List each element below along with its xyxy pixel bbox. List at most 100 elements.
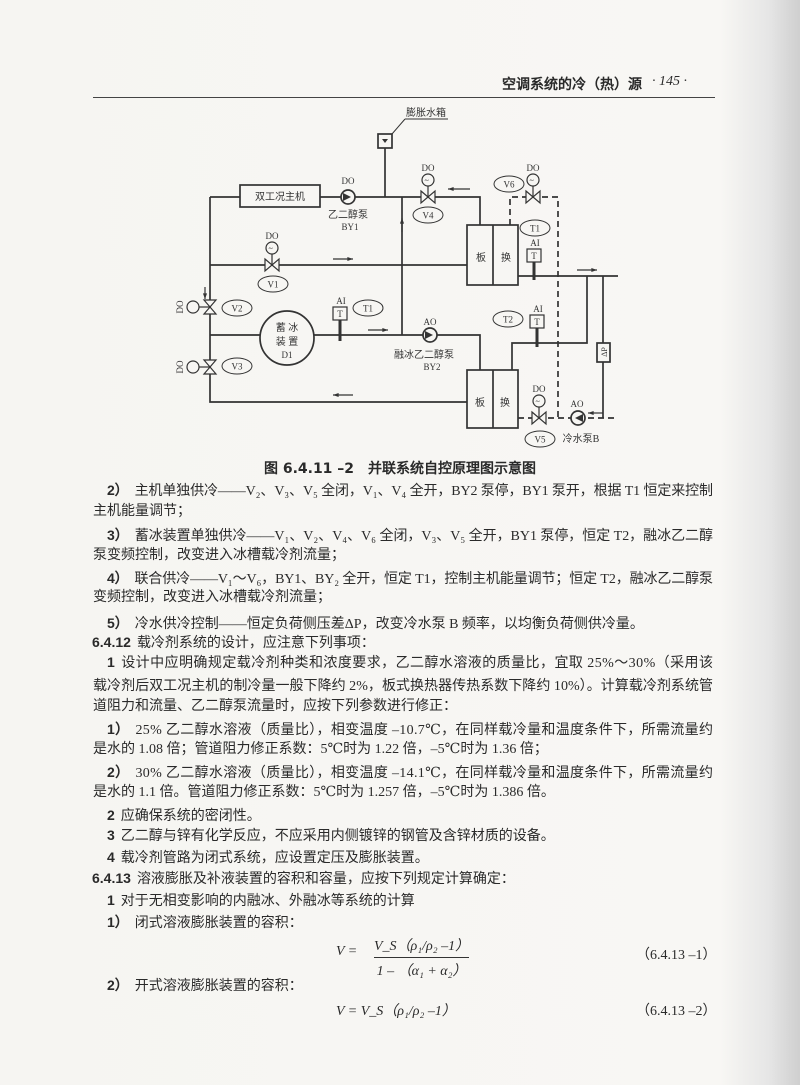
ai-label: AI bbox=[336, 296, 346, 306]
tag-v6: V6 bbox=[493, 175, 525, 193]
text-line: 2） 开式溶液膨胀装置的容积： bbox=[107, 976, 303, 996]
svg-text:T: T bbox=[337, 309, 343, 319]
tag-t1: T1 bbox=[519, 219, 551, 237]
clause-number: 6.4.13 bbox=[92, 870, 131, 886]
svg-text:V3: V3 bbox=[232, 362, 243, 372]
svg-text:板: 板 bbox=[476, 251, 486, 264]
water-level-icon bbox=[382, 139, 388, 143]
pump-by1-label: 乙二醇泵 bbox=[328, 208, 368, 221]
svg-text:~: ~ bbox=[530, 176, 535, 185]
clause-text: 闭式溶液膨胀装置的容积： bbox=[134, 916, 303, 931]
svg-text:~: ~ bbox=[425, 176, 430, 185]
clause-text: 载冷剂后双工况主机的制冷量一般下降约 2%，板式换热器传热系数下降约 10%）。… bbox=[93, 679, 714, 694]
clause-text: 开式溶液膨胀装置的容积： bbox=[134, 979, 303, 994]
clause-text: 蓄冰装置单独供冷——V₁、V₂、V₄、V₆ 全闭，V₃、V₅ 全开，BY1 泵停… bbox=[134, 529, 713, 544]
formula-1-denominator: 1 – （α₁ + α₂） bbox=[376, 964, 467, 979]
pump-b-ao: AO bbox=[571, 399, 584, 409]
clause-text: 主机单独供冷——V₂、V₃、V₅ 全闭，V₁、V₄ 全开，BY2 泵停，BY1 … bbox=[134, 484, 713, 499]
figure-caption: 图 6.4.11 –2 并联系统自控原理图示意图 bbox=[263, 461, 537, 477]
clause-text: 主机能量调节； bbox=[93, 504, 191, 519]
formula-1-lhs: V = bbox=[336, 944, 358, 959]
plate-heat-exchanger-1: 板 换 bbox=[466, 224, 519, 286]
control-schematic-diagram: 膨胀水箱 双工况主机 DO 乙二醇泵 BY1 AO 融冰乙二醇泵 BY2 AO … bbox=[175, 106, 618, 448]
svg-text:T1: T1 bbox=[530, 224, 540, 234]
tag-v3: V3 bbox=[221, 357, 253, 375]
clause-text: 冷水供冷控制——恒定负荷侧压差ΔP，改变冷水泵 B 频率，以均衡负荷侧供冷量。 bbox=[134, 617, 644, 632]
clause-number: 1） bbox=[107, 914, 129, 930]
flow-arrow-icon bbox=[333, 392, 353, 398]
valve-v2-icon: DO bbox=[175, 299, 218, 315]
clause-text: 25% 乙二醇水溶液（质量比），相变温度 –10.7℃，在同样载冷量和温度条件下… bbox=[135, 723, 714, 738]
tag-v5: V5 bbox=[524, 430, 556, 448]
tag-v4: V4 bbox=[412, 206, 444, 224]
clause-number: 4） bbox=[107, 570, 129, 586]
text-line: 2） 主机单独供冷——V₂、V₃、V₅ 全闭，V₁、V₄ 全开，BY2 泵停，BY… bbox=[107, 481, 713, 501]
clause-text: 道阻力和流量、乙二醇泵流量时，应按下列参数进行修正： bbox=[93, 699, 457, 714]
svg-text:V1: V1 bbox=[268, 280, 279, 290]
valve-v3-icon: DO bbox=[175, 359, 218, 375]
clause-text: 对于无相变影响的内融冰、外融冰等系统的计算 bbox=[120, 894, 415, 909]
flow-arrow-icon bbox=[588, 410, 603, 416]
pump-by2-ao: AO bbox=[424, 317, 437, 327]
clause-number: 1 bbox=[107, 654, 116, 670]
pipes bbox=[209, 148, 618, 419]
valve-v6-icon: ~DO bbox=[525, 163, 541, 205]
do-label: DO bbox=[175, 300, 185, 313]
clause-text: 设计中应明确规定载冷剂种类和浓度要求，乙二醇水溶液的质量比，宜取 25%～30%… bbox=[121, 656, 714, 671]
svg-text:T: T bbox=[534, 317, 540, 327]
valve-v5-icon: ~ DO bbox=[531, 384, 547, 426]
clause-text: 30% 乙二醇水溶液（质量比），相变温度 –14.1℃，在同样载冷量和温度条件下… bbox=[135, 766, 714, 781]
clause-number: 2） bbox=[107, 764, 130, 780]
clause-text: 泵变频控制，改变进入冰槽载冷剂流量； bbox=[93, 548, 345, 563]
text-line: 5）冷水供冷控制——恒定负荷侧压差ΔP，改变冷水泵 B 频率，以均衡负荷侧供冷量… bbox=[107, 614, 644, 634]
svg-text:~: ~ bbox=[269, 244, 274, 253]
tag-t1: T1 bbox=[352, 299, 384, 317]
text-line: 1） 闭式溶液膨胀装置的容积： bbox=[107, 913, 303, 933]
chiller-box bbox=[239, 184, 321, 208]
svg-text:V2: V2 bbox=[232, 304, 243, 314]
svg-text:换: 换 bbox=[500, 396, 510, 409]
text-line: 是水的 1.1 倍。管道阻力修正系数：5℃时为 1.257 倍，–5℃时为 1.… bbox=[93, 784, 555, 802]
pump-by1-do: DO bbox=[342, 176, 355, 186]
clause-number: 2 bbox=[107, 807, 115, 823]
svg-text:V5: V5 bbox=[535, 435, 546, 445]
text-line: 主机能量调节； bbox=[93, 503, 191, 521]
flow-arrow-icon bbox=[202, 287, 208, 299]
ai-label: AI bbox=[530, 238, 540, 248]
header-rule bbox=[93, 97, 715, 98]
svg-text:~: ~ bbox=[536, 397, 541, 406]
text-line: 泵变频控制，改变进入冰槽载冷剂流量； bbox=[93, 547, 345, 565]
flow-arrow-icon bbox=[333, 256, 353, 262]
expansion-tank bbox=[377, 133, 393, 149]
tag-v1: V1 bbox=[257, 275, 289, 293]
clause-number: 2） bbox=[107, 977, 129, 993]
clause-number: 2） bbox=[107, 482, 129, 498]
clause-number: 4 bbox=[107, 849, 115, 865]
ai-label: AI bbox=[533, 304, 543, 314]
svg-text:V6: V6 bbox=[504, 180, 515, 190]
fraction-bar bbox=[374, 957, 470, 958]
pump-b-label: 冷水泵B bbox=[563, 432, 600, 445]
ice-storage-label: 蓄 冰 bbox=[276, 321, 299, 334]
text-line: 载冷剂后双工况主机的制冷量一般下降约 2%，板式换热器传热系数下降约 10%）。… bbox=[93, 678, 713, 696]
svg-text:T2: T2 bbox=[503, 315, 513, 325]
temperature-sensor: T AI bbox=[526, 238, 542, 280]
clause-number: 3） bbox=[107, 527, 129, 543]
chiller-label: 双工况主机 bbox=[255, 190, 305, 203]
text-line: 1 设计中应明确规定载冷剂种类和浓度要求，乙二醇水溶液的质量比，宜取 25%～30… bbox=[107, 653, 713, 673]
clause-text: 载冷剂管路为闭式系统，应设置定压及膨胀装置。 bbox=[120, 851, 429, 866]
page-number: · 145 · bbox=[652, 74, 687, 89]
text-line: 变频控制，改变进入冰槽载冷剂流量； bbox=[93, 589, 331, 607]
do-label: DO bbox=[533, 384, 546, 394]
pump-by2-label: 融冰乙二醇泵 bbox=[394, 348, 454, 361]
pump-by1-id: BY1 bbox=[341, 222, 358, 232]
clause-number: 1 bbox=[107, 892, 115, 908]
clause-text: 变频控制，改变进入冰槽载冷剂流量； bbox=[93, 590, 331, 605]
temperature-sensor: T AI bbox=[529, 304, 545, 347]
svg-text:T: T bbox=[531, 251, 537, 261]
ice-storage-id: D1 bbox=[282, 350, 293, 360]
